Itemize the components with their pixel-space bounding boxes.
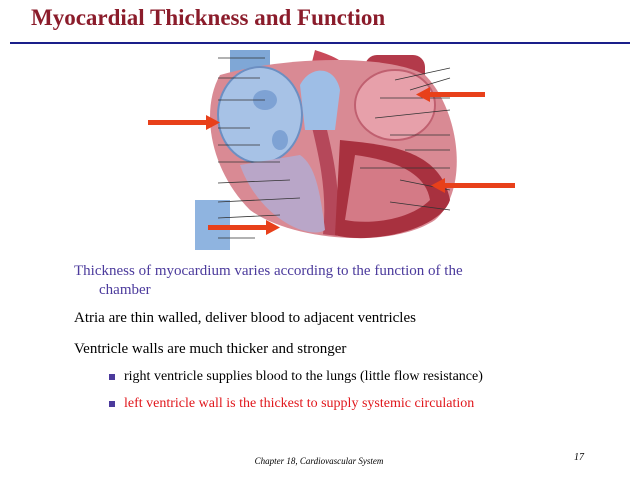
- footer-chapter: Chapter 18, Cardiovascular System: [254, 456, 384, 466]
- bullet-right-ventricle-text: right ventricle supplies blood to the lu…: [124, 369, 483, 384]
- bullet-left-ventricle-text: left ventricle wall is the thickest to s…: [124, 396, 475, 411]
- leader-lines: [217, 57, 451, 239]
- bullet-square-icon: [109, 401, 115, 407]
- right-atrium: [217, 66, 303, 164]
- slide-body: Thickness of myocardium varies according…: [74, 262, 594, 412]
- valve-opening: [272, 130, 288, 150]
- heart-diagram: [148, 50, 515, 250]
- arrow-right-atrium: [148, 115, 220, 130]
- slide-title: Myocardial Thickness and Function: [31, 5, 386, 30]
- indicator-arrows: [148, 87, 515, 235]
- paragraph-thickness: Thickness of myocardium varies according…: [74, 262, 594, 300]
- bullet-square-icon: [109, 374, 115, 380]
- aorta-root: [300, 70, 340, 130]
- paragraph-atria: Atria are thin walled, deliver blood to …: [74, 310, 416, 326]
- paragraph-ventricles: Ventricle walls are much thicker and str…: [74, 341, 347, 357]
- paragraph-thickness-line1: Thickness of myocardium varies according…: [74, 263, 463, 279]
- arrow-left-ventricle: [431, 178, 515, 193]
- left-ventricle-chamber: [345, 155, 430, 222]
- right-ventricle: [240, 155, 325, 233]
- bullet-right-ventricle: right ventricle supplies blood to the lu…: [74, 369, 594, 385]
- left-atrium: [354, 69, 436, 141]
- paragraph-thickness-line2: chamber: [99, 282, 151, 298]
- arrow-right-ventricle: [208, 220, 280, 235]
- arrow-left-atrium: [416, 87, 485, 102]
- title-divider: [10, 42, 630, 44]
- bullet-left-ventricle: left ventricle wall is the thickest to s…: [74, 396, 594, 412]
- page-number: 17: [574, 452, 584, 463]
